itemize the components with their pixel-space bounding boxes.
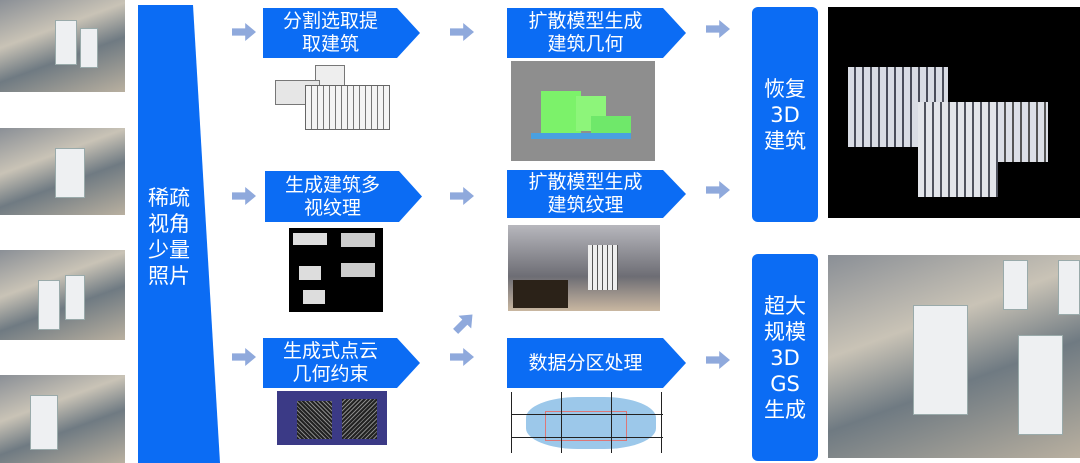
step-label-line: 生成建筑多: [284, 173, 380, 196]
output-label: 恢复3D建筑: [764, 76, 806, 153]
step-segment-building: 分割选取提取建筑: [263, 8, 420, 58]
geometry-render-image: [511, 61, 655, 161]
arrow-right-icon: [706, 20, 730, 38]
step-label-line: 视纹理: [303, 196, 361, 219]
output-label-line: 3D: [770, 345, 800, 370]
partition-grid-image: [511, 392, 663, 453]
output-label-line: 生成: [764, 397, 806, 422]
step-label-line: 数据分区处理: [528, 351, 643, 374]
arrow-right-icon: [232, 187, 256, 205]
texture-render-image: [508, 225, 660, 311]
recovered-3d-building-image: [828, 7, 1080, 218]
arrow-right-icon: [706, 181, 730, 199]
multiview-texture-image: [289, 228, 383, 312]
aerial-photo-3: [0, 250, 125, 340]
segmented-building-image: [275, 65, 395, 130]
step-label-line: 扩散模型生成: [528, 171, 643, 193]
step-label-line: 分割选取提: [282, 10, 378, 32]
step-label-line: 生成式点云: [282, 340, 378, 362]
step-diffusion-texture: 扩散模型生成建筑纹理: [507, 170, 686, 218]
input-sparse-photos-block: 稀疏视角少量照片: [138, 5, 220, 463]
arrow-right-icon: [450, 348, 474, 366]
step-label-line: 几何约束: [292, 363, 369, 385]
aerial-photo-1: [0, 0, 125, 92]
arrow-right-icon: [450, 187, 474, 205]
arrow-right-icon: [232, 348, 256, 366]
large-scale-3dgs-render-image: [828, 255, 1080, 458]
step-pointcloud-constraint: 生成式点云几何约束: [263, 338, 420, 388]
aerial-photo-4: [0, 375, 125, 463]
arrow-right-icon: [450, 23, 474, 41]
step-data-partition: 数据分区处理: [507, 338, 686, 388]
step-label-line: 建筑几何: [547, 33, 624, 55]
arrow-right-icon: [706, 351, 730, 369]
step-label-line: 建筑纹理: [547, 194, 624, 216]
output-label-line: GS: [770, 371, 800, 396]
step-multiview-texture: 生成建筑多视纹理: [265, 171, 422, 222]
output-label-line: 规模: [764, 319, 806, 344]
aerial-photo-2: [0, 128, 125, 215]
pointcloud-image: [277, 391, 387, 445]
step-label-line: 取建筑: [301, 33, 359, 55]
input-label: 稀疏视角少量照片: [148, 186, 190, 288]
arrow-right-icon: [232, 23, 256, 41]
output-label-line: 超大: [764, 293, 806, 318]
step-label-line: 扩散模型生成: [528, 10, 643, 32]
output-3d-building: 恢复3D建筑: [752, 7, 818, 222]
step-diffusion-geometry: 扩散模型生成建筑几何: [507, 8, 686, 58]
arrow-diagonal-icon: [449, 308, 479, 338]
